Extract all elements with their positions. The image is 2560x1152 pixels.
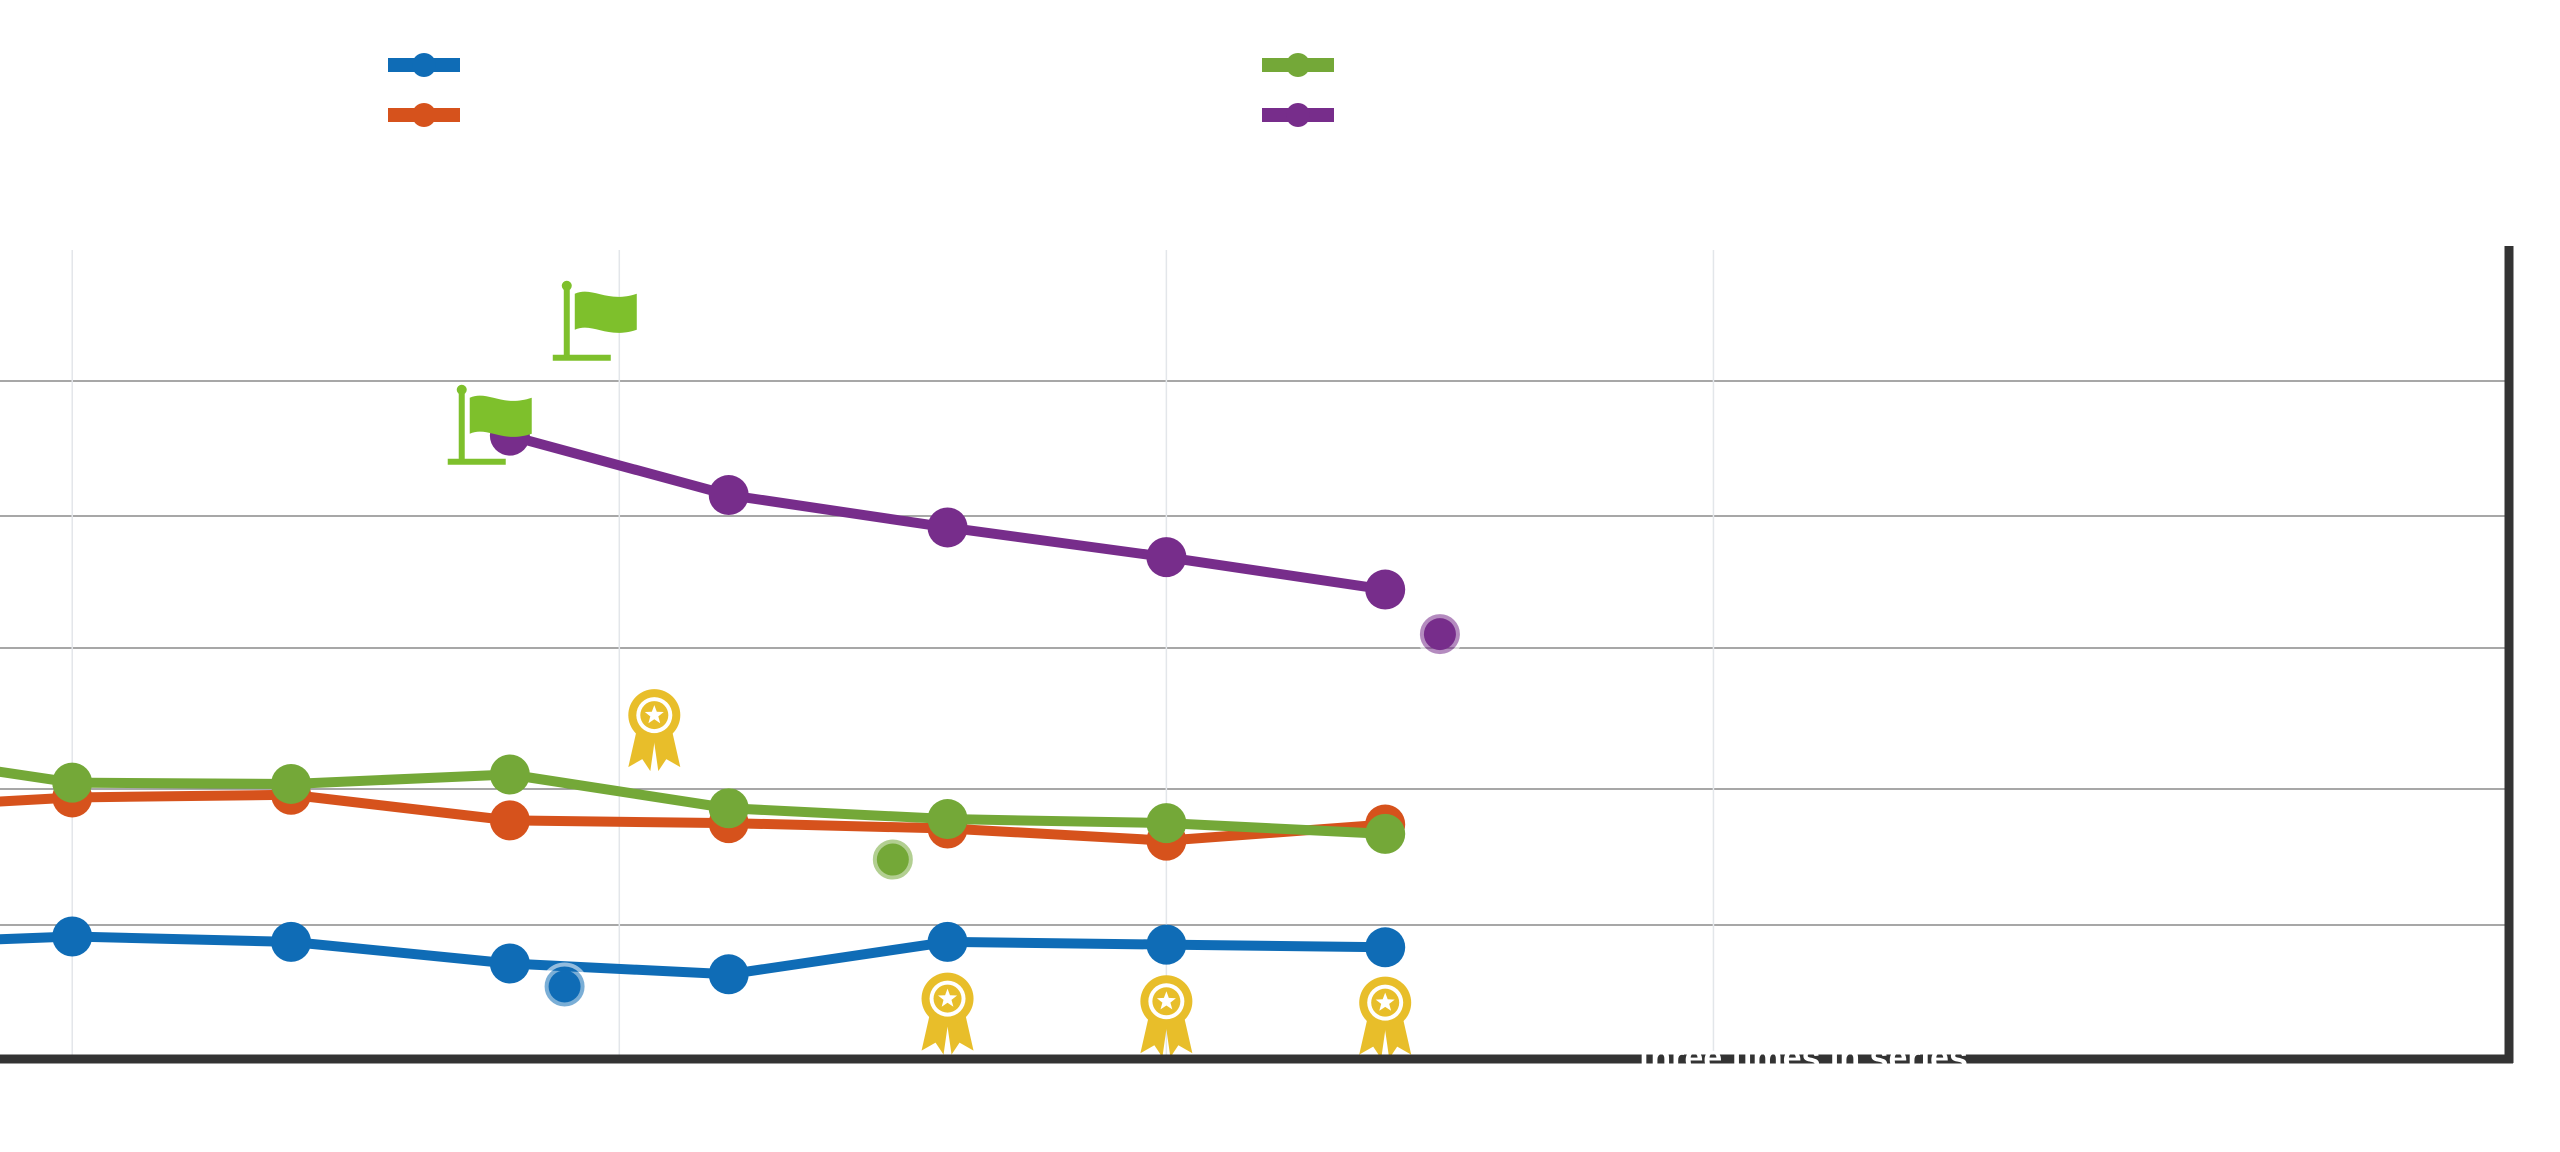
data-point [1365, 927, 1406, 968]
data-point [489, 943, 530, 984]
data-point [1365, 813, 1406, 854]
data-point [52, 916, 93, 957]
series-0 [0, 916, 1406, 995]
award-icon [921, 972, 974, 1055]
data-point [708, 788, 749, 829]
award-star [1156, 991, 1176, 1010]
series-line [0, 766, 1391, 839]
award-star [1375, 992, 1395, 1011]
data-point [489, 754, 530, 795]
series-2 [0, 754, 1406, 854]
flag-icon [552, 280, 637, 361]
data-point [489, 800, 530, 841]
legend-item-3 [1262, 103, 1334, 127]
legend-item-1 [388, 103, 460, 127]
award-star [644, 705, 664, 724]
legend [388, 53, 1334, 127]
data-point [52, 762, 93, 803]
award-icon [628, 689, 681, 772]
award-icon [1359, 976, 1412, 1059]
flag-cloth [469, 395, 532, 437]
highlight-marker [876, 843, 909, 876]
flag-cloth [574, 291, 637, 333]
legend-swatch-marker [412, 53, 436, 77]
axis-layer [0, 246, 2514, 1064]
data-point [1146, 924, 1187, 965]
data-point [1365, 569, 1406, 610]
legend-item-2 [1262, 53, 1334, 77]
badge-layer [447, 280, 1412, 1059]
gridlines [0, 250, 2510, 1058]
flag-knob [456, 384, 467, 395]
data-point [271, 763, 312, 804]
data-point [927, 799, 968, 840]
highlight-marker [548, 970, 581, 1003]
data-point [1146, 803, 1187, 844]
data-point [271, 921, 312, 962]
annotation-layer: three times in series [1639, 1039, 1968, 1077]
data-point [927, 507, 968, 548]
legend-swatch-marker [1286, 103, 1310, 127]
data-point [927, 921, 968, 962]
data-point [708, 475, 749, 516]
award-icon [1140, 975, 1193, 1058]
series-layer [0, 415, 1464, 1011]
flag-knob [561, 280, 572, 291]
series-line [0, 789, 1391, 846]
legend-swatch-marker [412, 103, 436, 127]
legend-item-0 [388, 53, 460, 77]
annotation-label: three times in series [1639, 1039, 1968, 1077]
flag-icon [447, 384, 532, 465]
legend-swatch-marker [1286, 53, 1310, 77]
series-line [0, 931, 1391, 980]
data-point [1146, 537, 1187, 578]
data-point [708, 954, 749, 995]
highlight-marker [1423, 618, 1456, 651]
award-star [938, 988, 958, 1007]
series-3 [489, 415, 1406, 610]
